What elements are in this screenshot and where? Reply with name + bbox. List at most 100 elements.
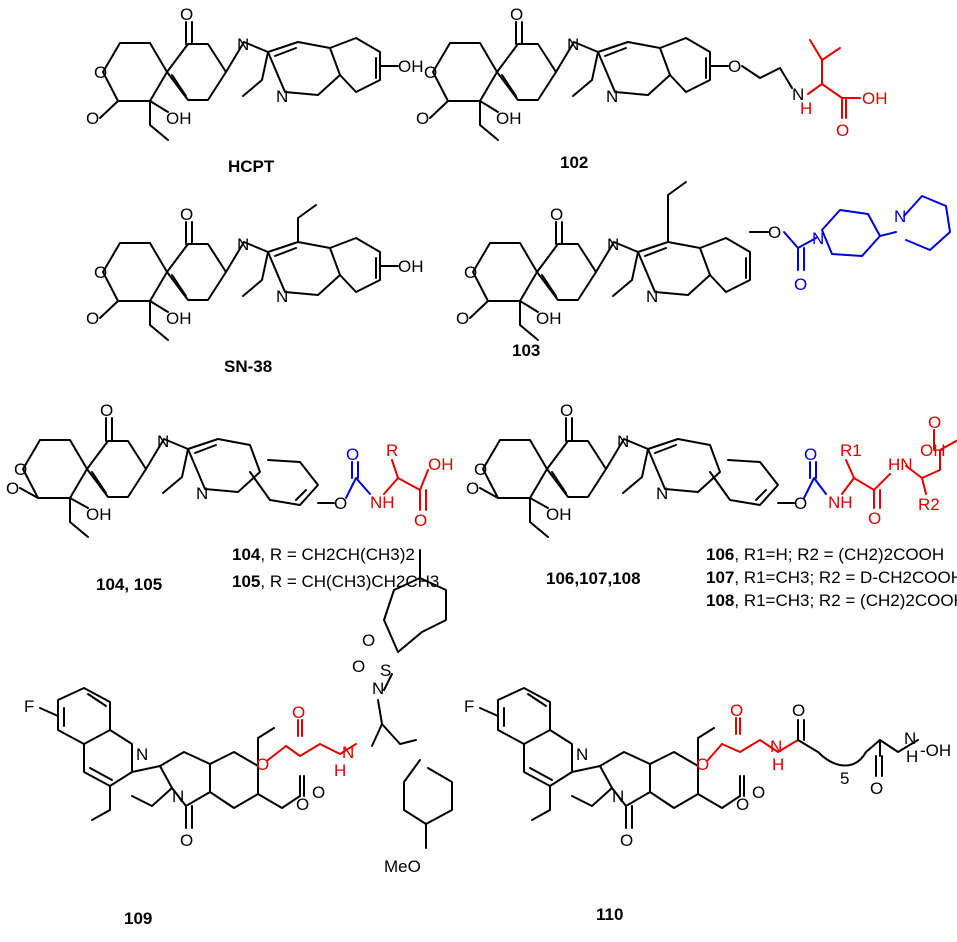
atom-o: O bbox=[352, 657, 365, 676]
atom-oh: OH bbox=[166, 309, 192, 328]
atom-n: N bbox=[196, 484, 208, 503]
atom-o: O bbox=[414, 511, 427, 530]
atom-o: O bbox=[836, 121, 849, 140]
atom-n: N bbox=[237, 235, 249, 254]
atom-o: O bbox=[362, 631, 375, 650]
atom-nh: H bbox=[334, 761, 346, 780]
atom-h: H bbox=[906, 747, 918, 766]
atom-o: O bbox=[14, 460, 27, 479]
label-hcpt: HCPT bbox=[228, 157, 275, 176]
atom-n: N bbox=[904, 729, 916, 748]
atom-s: S bbox=[380, 661, 391, 680]
atom-o: O bbox=[870, 779, 883, 798]
atom-o: O bbox=[86, 309, 99, 328]
label-103: 103 bbox=[512, 341, 540, 360]
atom-h: H bbox=[800, 99, 812, 118]
atom-n: N bbox=[812, 229, 824, 248]
atom-o: O bbox=[794, 494, 807, 513]
atom-oh: -OH bbox=[920, 741, 951, 760]
atom-n: N bbox=[276, 287, 288, 306]
atom-o: O bbox=[86, 109, 99, 128]
atom-n: N bbox=[612, 787, 624, 806]
structure-102: O N O O OH N O N H OH O 102 bbox=[416, 5, 888, 172]
label-110: 110 bbox=[596, 905, 623, 924]
substituent-105: 105, R = CH(CH3)CH2CH3 bbox=[232, 572, 439, 591]
atom-oh: OH bbox=[496, 109, 522, 128]
atom-n: N bbox=[136, 745, 148, 764]
atom-o: O bbox=[296, 795, 309, 814]
atom-o: O bbox=[416, 109, 429, 128]
atom-n: N bbox=[894, 207, 906, 226]
label-109: 109 bbox=[124, 909, 152, 928]
atom-f: F bbox=[24, 697, 34, 716]
atom-oh: OH bbox=[86, 505, 112, 524]
structure-sn-38: O N O O OH N OH SN-38 bbox=[86, 204, 424, 376]
atom-n: N bbox=[617, 432, 629, 451]
atom-n: N bbox=[276, 87, 288, 106]
structure-110: F N N O O O O O H N O 5 O N H -OH 110 bbox=[464, 687, 951, 924]
atom-o: O bbox=[728, 57, 741, 76]
atom-o: O bbox=[456, 309, 469, 328]
subscript-5: 5 bbox=[840, 769, 849, 788]
atom-h: H bbox=[772, 755, 784, 774]
atom-o: O bbox=[752, 783, 765, 802]
atom-oh: OH bbox=[862, 89, 888, 108]
atom-n: N bbox=[157, 432, 169, 451]
atom-o: O bbox=[94, 63, 107, 82]
structure-hcpt: O N O O OH N OH HCPT bbox=[86, 5, 424, 176]
atom-o: O bbox=[256, 755, 269, 774]
atom-oh: OH bbox=[428, 455, 454, 474]
atom-oh: OH bbox=[920, 441, 946, 460]
atom-o: O bbox=[550, 205, 563, 224]
atom-n: N bbox=[372, 679, 384, 698]
atom-n: N bbox=[567, 35, 579, 54]
atom-n: N bbox=[792, 85, 804, 104]
atom-n: N bbox=[172, 787, 184, 806]
label-102: 102 bbox=[560, 153, 588, 172]
atom-oh: OH bbox=[536, 309, 562, 328]
atom-oh: OH bbox=[166, 109, 192, 128]
atom-o: O bbox=[424, 63, 437, 82]
atom-o: O bbox=[312, 783, 325, 802]
atom-o: O bbox=[792, 701, 805, 720]
atom-o: O bbox=[736, 795, 749, 814]
atom-hn: HN bbox=[888, 455, 913, 474]
atom-o: O bbox=[6, 479, 19, 498]
atom-r2: R2 bbox=[918, 495, 940, 514]
atom-n: N bbox=[607, 235, 619, 254]
atom-oh: OH bbox=[546, 505, 572, 524]
atom-nh: NH bbox=[828, 493, 853, 512]
atom-o: O bbox=[560, 401, 573, 420]
atom-o: O bbox=[180, 205, 193, 224]
atom-oh: OH bbox=[398, 57, 424, 76]
atom-o: O bbox=[868, 509, 881, 528]
atom-o: O bbox=[334, 494, 347, 513]
atom-o: O bbox=[464, 263, 477, 282]
structure-109: F N N O O O O O H N N S O O MeO 109 bbox=[24, 549, 453, 928]
atom-r: R bbox=[386, 441, 398, 460]
atom-o: O bbox=[794, 275, 807, 294]
atom-nh: NH bbox=[370, 493, 395, 512]
substituent-108: 108, R1=CH3; R2 = (CH2)2COOH bbox=[706, 591, 957, 610]
label-sn-38: SN-38 bbox=[224, 357, 272, 376]
atom-n: N bbox=[646, 287, 658, 306]
atom-o: O bbox=[180, 831, 193, 850]
atom-o: O bbox=[466, 479, 479, 498]
atom-n: N bbox=[576, 745, 588, 764]
atom-oh: OH bbox=[398, 257, 424, 276]
atom-n: N bbox=[606, 87, 618, 106]
atom-o: O bbox=[100, 401, 113, 420]
substituent-107: 107, R1=CH3; R2 = D-CH2COOH bbox=[706, 568, 957, 587]
atom-n: N bbox=[237, 35, 249, 54]
atom-o: O bbox=[180, 5, 193, 24]
substituent-106: 106, R1=H; R2 = (CH2)2COOH bbox=[706, 545, 944, 564]
atom-o: O bbox=[696, 755, 709, 774]
atom-o: O bbox=[94, 263, 107, 282]
atom-o: O bbox=[510, 5, 523, 24]
atom-o: O bbox=[730, 701, 743, 720]
structure-104-105: O N O O OH N O O NH R OH O 104, R = CH2C… bbox=[6, 401, 454, 594]
atom-n: N bbox=[342, 743, 354, 762]
atom-r1: R1 bbox=[840, 441, 862, 460]
structure-106-107-108: O N O O OH N O O NH R1 HN O R2 O OH 106,… bbox=[466, 401, 957, 610]
